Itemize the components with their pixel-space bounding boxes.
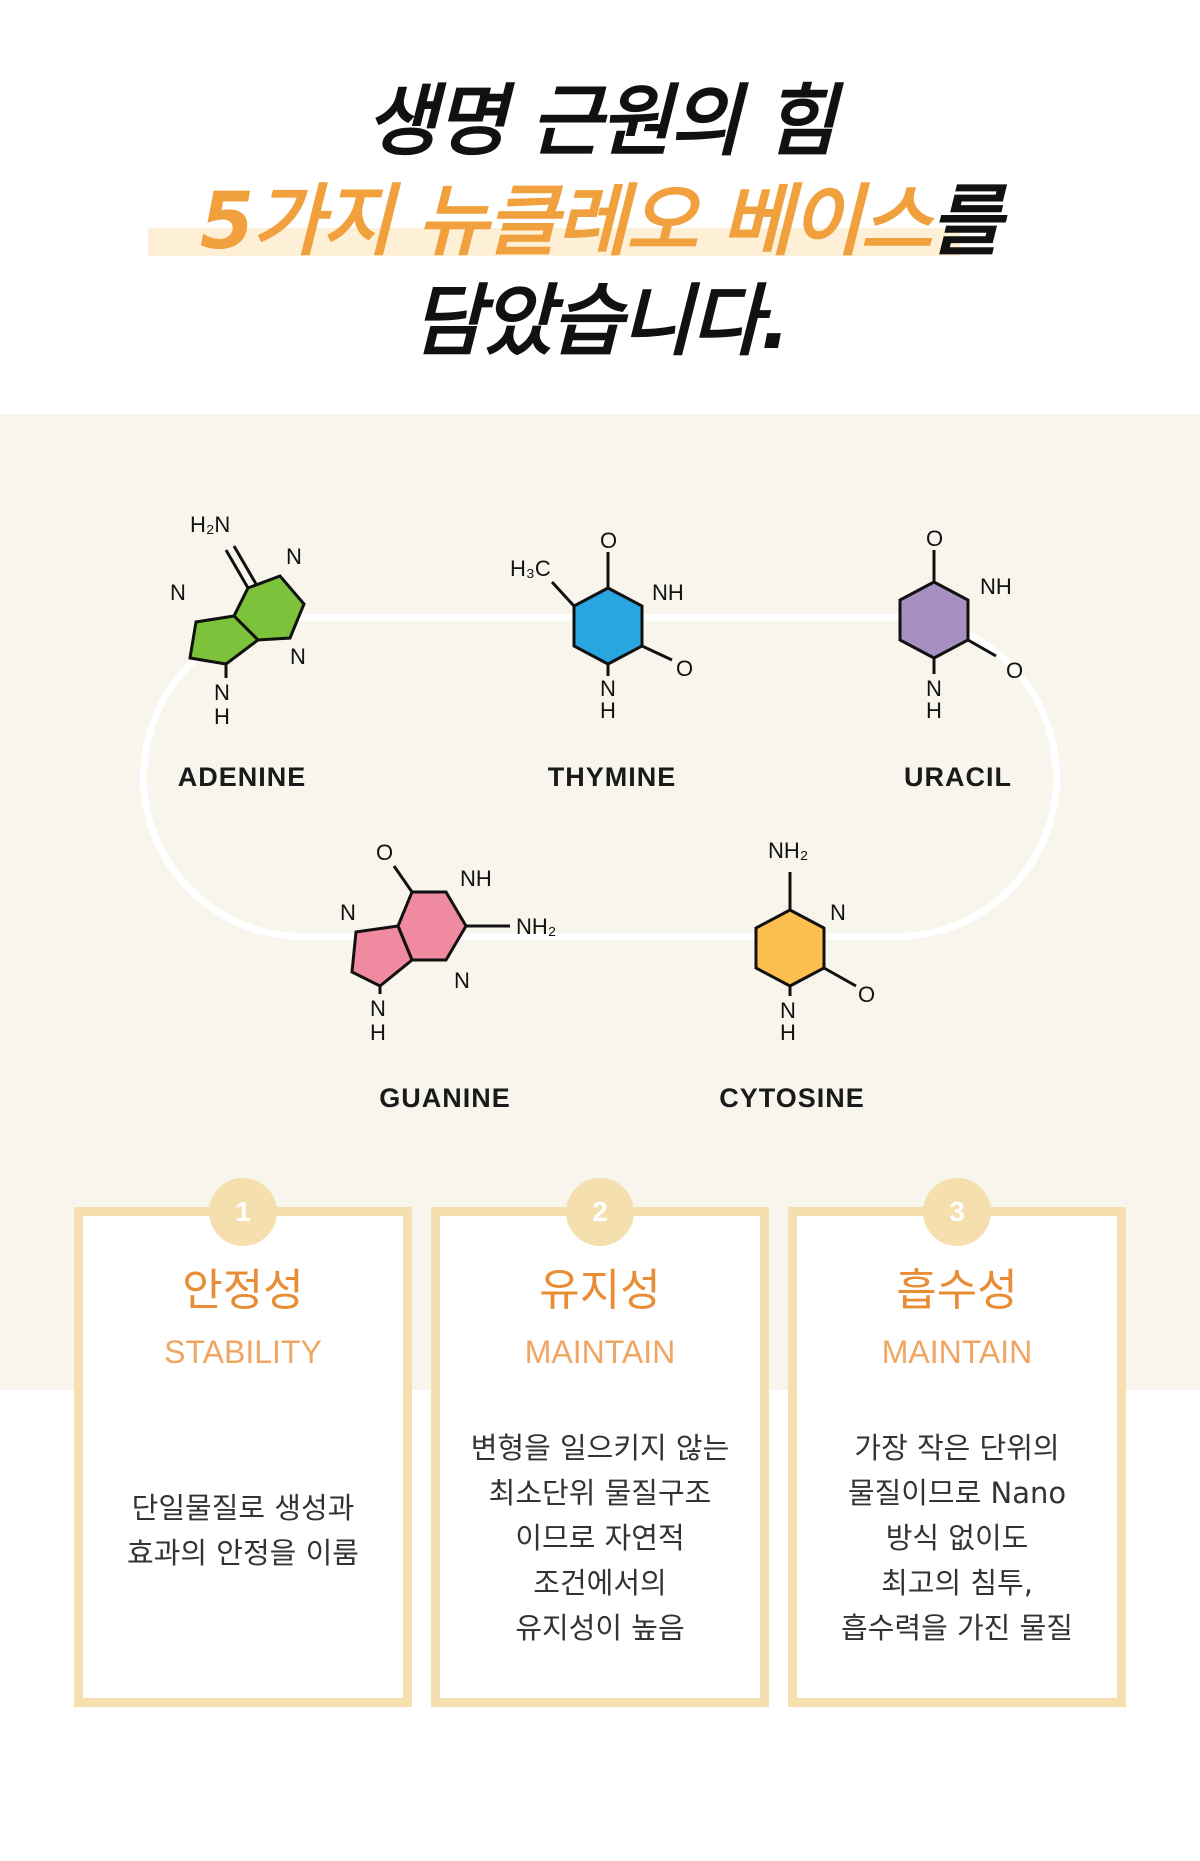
thymine-structure: O H₃C NH O N H (510, 528, 693, 723)
adenine-label: ADENINE (177, 762, 307, 792)
cytosine-ring (754, 908, 826, 988)
guanine-label: GUANINE (379, 1083, 511, 1113)
card-absorption: 흡수성 MAINTAIN 가장 작은 단위의 물질이므로 Nano 방식 없이도… (788, 1207, 1126, 1707)
card-line: 효과의 안정을 이룸 (127, 1536, 359, 1570)
uracil-atom: NH (980, 574, 1012, 599)
adenine-atom: N (290, 644, 306, 669)
card-stability: 안정성 STABILITY 단일물질로 생성과 효과의 안정을 이룸 (74, 1207, 412, 1707)
card-title: 유지성 (539, 1265, 661, 1316)
thymine-atom: H₃C (510, 556, 551, 581)
card-title: 흡수성 (896, 1265, 1018, 1316)
card-line: 물질이므로 Nano (847, 1476, 1067, 1510)
headline-line-1: 생명 근원의 힘 (365, 77, 837, 167)
headline-highlight-bar (148, 228, 960, 256)
guanine-atom: N (454, 968, 470, 993)
cytosine-structure: NH₂ N O N H (754, 838, 875, 1045)
card-number-badge: 2 (566, 1178, 634, 1246)
uracil-atom: N (926, 676, 942, 701)
guanine-atom: NH (460, 866, 492, 891)
thymine-atom: NH (652, 580, 684, 605)
thymine-atom: H (600, 698, 616, 723)
headline-line-2-suffix: 를 (930, 177, 1002, 267)
guanine-atom: N (340, 900, 356, 925)
thymine-atom: N (600, 676, 616, 701)
card-subtitle: MAINTAIN (881, 1334, 1033, 1370)
adenine-atom: N (286, 544, 302, 569)
card-body: 가장 작은 단위의 물질이므로 Nano 방식 없이도 최고의 침투, 흡수력을… (797, 1426, 1117, 1651)
card-line: 흡수력을 가진 물질 (841, 1611, 1073, 1645)
cytosine-atom: N (780, 998, 796, 1023)
headline-line-2: 5가지 뉴클레오 베이스를 (0, 172, 1200, 272)
headline-line-3: 담았습니다. (411, 277, 790, 367)
uracil-atom: O (1006, 658, 1023, 683)
adenine-structure: H₂N N N N N H (170, 512, 306, 729)
uracil-ring (898, 580, 970, 660)
card-line: 가장 작은 단위의 (854, 1431, 1060, 1465)
card-body: 단일물질로 생성과 효과의 안정을 이룸 (83, 1486, 403, 1576)
thymine-atom: O (600, 528, 617, 553)
card-number-badge: 1 (209, 1178, 277, 1246)
card-line: 조건에서의 (533, 1566, 667, 1600)
card-title: 안정성 (182, 1265, 304, 1316)
card-line: 단일물질로 생성과 (131, 1491, 355, 1525)
headline-highlight-text: 5가지 뉴클레오 베이스 (199, 177, 932, 267)
thymine-atom: O (676, 656, 693, 681)
adenine-atom: H₂N (190, 512, 230, 537)
guanine-atom: O (376, 840, 393, 865)
uracil-structure: O NH O N H (898, 526, 1023, 723)
card-line: 변형을 일으키지 않는 (470, 1431, 730, 1465)
thymine-label: THYMINE (547, 762, 677, 792)
cytosine-atom: O (858, 982, 875, 1007)
card-subtitle: MAINTAIN (524, 1334, 676, 1370)
cytosine-atom: H (780, 1020, 796, 1045)
guanine-ring-5 (350, 924, 414, 988)
card-line: 최소단위 물질구조 (488, 1476, 712, 1510)
uracil-label: URACIL (904, 762, 1012, 792)
thymine-ring (572, 586, 644, 666)
card-body: 변형을 일으키지 않는 최소단위 물질구조 이므로 자연적 조건에서의 유지성이… (440, 1426, 760, 1651)
guanine-structure: O NH N NH₂ N N H (340, 840, 556, 1045)
adenine-atom: N (214, 680, 230, 705)
adenine-ring-5 (188, 614, 261, 666)
card-number-badge: 3 (923, 1178, 991, 1246)
uracil-atom: O (926, 526, 943, 551)
cytosine-atom: N (830, 900, 846, 925)
cytosine-label: CYTOSINE (719, 1083, 865, 1113)
card-line: 유지성이 높음 (515, 1611, 685, 1645)
adenine-atom: H (214, 704, 230, 729)
guanine-atom: NH₂ (516, 914, 556, 939)
card-line: 이므로 자연적 (515, 1521, 685, 1555)
guanine-atom: N (370, 996, 386, 1021)
card-maintain: 유지성 MAINTAIN 변형을 일으키지 않는 최소단위 물질구조 이므로 자… (431, 1207, 769, 1707)
adenine-atom: N (170, 580, 186, 605)
guanine-atom: H (370, 1020, 386, 1045)
cytosine-atom: NH₂ (768, 838, 808, 863)
card-line: 방식 없이도 (885, 1521, 1029, 1555)
card-line: 최고의 침투, (881, 1566, 1033, 1600)
card-subtitle: STABILITY (164, 1334, 322, 1370)
uracil-atom: H (926, 698, 942, 723)
